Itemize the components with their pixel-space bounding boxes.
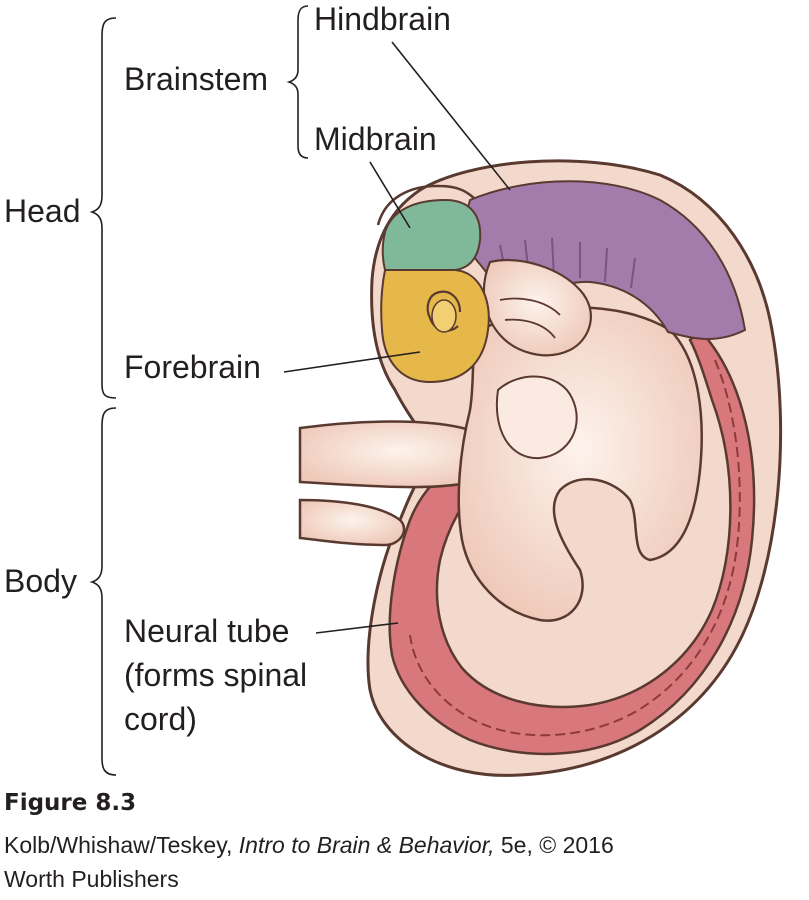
head-outline bbox=[376, 184, 475, 226]
lower-limb-bud bbox=[298, 498, 406, 547]
neural-tube-label-line3: cord) bbox=[124, 701, 197, 737]
body-brace bbox=[89, 407, 117, 776]
citation-authors: Kolb/Whishaw/Teskey, bbox=[4, 832, 233, 858]
neural-tube-label-line2: (forms spinal bbox=[124, 657, 307, 693]
midbrain-label: Midbrain bbox=[314, 121, 437, 157]
neural-tube-leader bbox=[315, 622, 399, 634]
midbrain-region bbox=[381, 198, 482, 271]
forebrain-leader bbox=[283, 351, 421, 373]
head-brace bbox=[89, 17, 117, 399]
brainstem-brace bbox=[286, 5, 309, 159]
citation-book-title: Intro to Brain & Behavior, bbox=[238, 832, 495, 858]
body-label: Body bbox=[4, 563, 77, 599]
hindbrain-leader bbox=[391, 41, 511, 191]
body-bulge bbox=[495, 375, 578, 460]
midbrain-leader bbox=[369, 161, 411, 229]
citation-edition: 5e, © 2016 bbox=[500, 832, 614, 858]
neural-tube-label-line1: Neural tube bbox=[124, 613, 289, 649]
forebrain-label: Forebrain bbox=[124, 349, 261, 385]
brainstem-label: Brainstem bbox=[124, 61, 268, 97]
hindbrain-label: Hindbrain bbox=[314, 1, 451, 37]
arch-line bbox=[499, 297, 561, 339]
eye-spot bbox=[431, 299, 457, 333]
citation-line: Kolb/Whishaw/Teskey, Intro to Brain & Be… bbox=[4, 832, 614, 859]
neural-tube-inner-line bbox=[409, 359, 741, 737]
figure-number: Figure 8.3 bbox=[4, 790, 137, 816]
citation-publisher: Worth Publishers bbox=[4, 866, 179, 892]
head-label: Head bbox=[4, 193, 81, 229]
